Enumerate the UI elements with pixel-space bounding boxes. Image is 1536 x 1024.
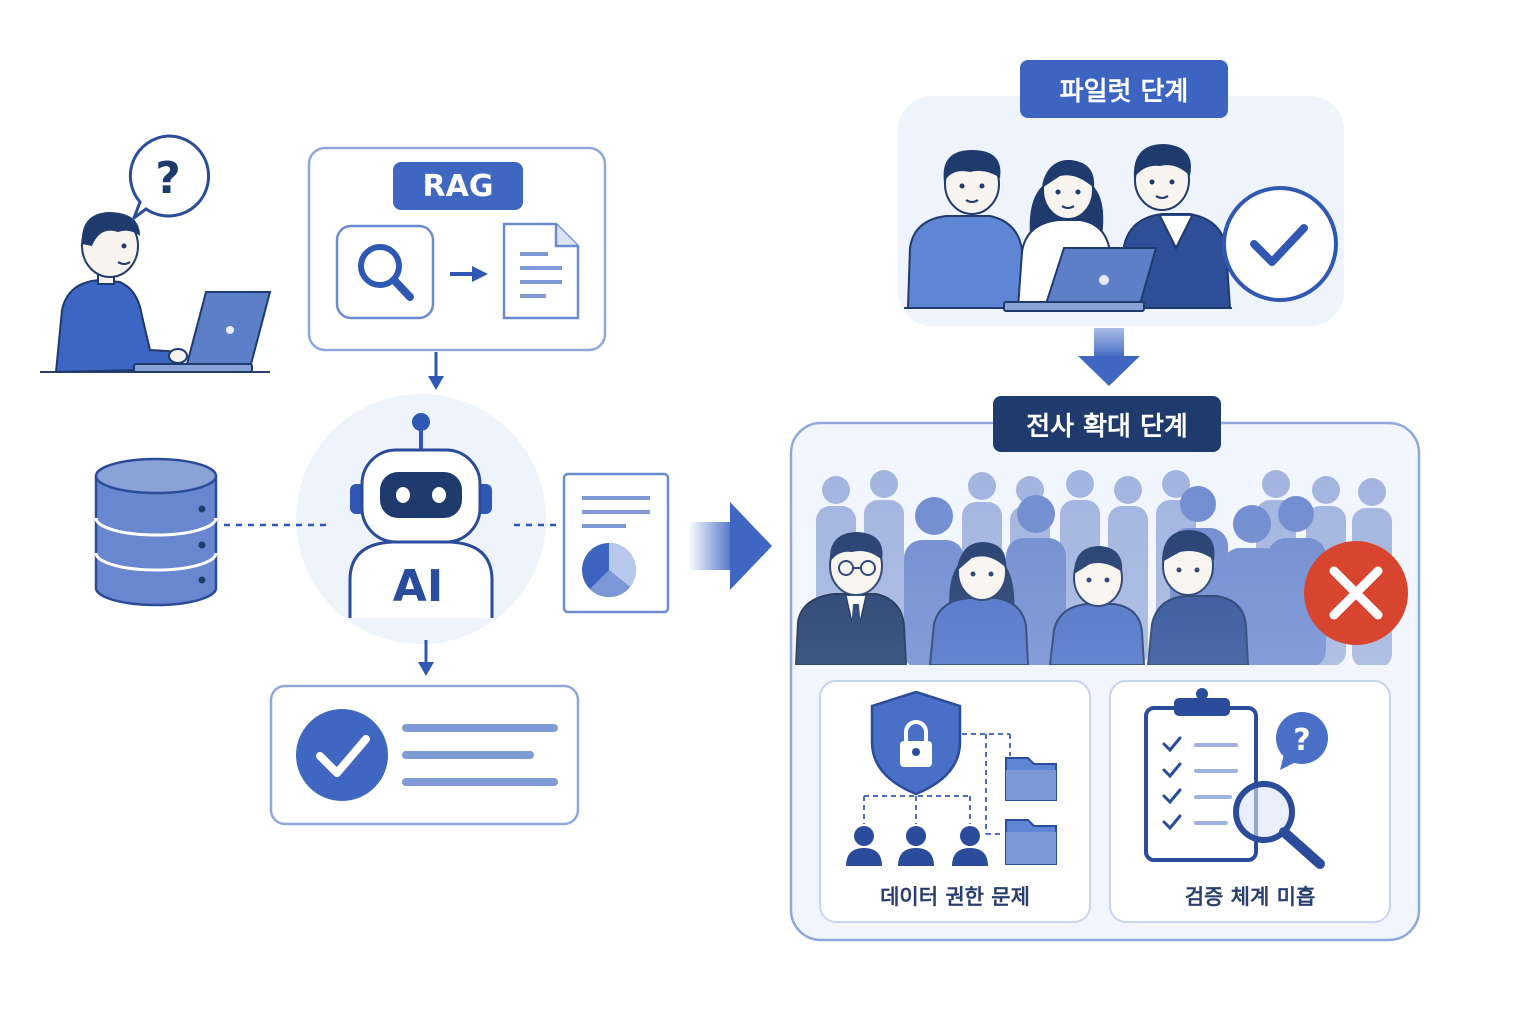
pilot-stage-label: 파일럿 단계 <box>1020 60 1228 118</box>
x-icon <box>1304 541 1408 645</box>
search-card <box>335 224 435 320</box>
search-icon <box>358 244 414 301</box>
enterprise-stage-label: 전사 확대 단계 <box>993 396 1221 452</box>
arrow-right-icon <box>450 266 488 282</box>
permission-lines <box>863 733 1011 835</box>
check-icon <box>1222 186 1338 302</box>
svg-text:?: ? <box>1293 723 1310 758</box>
user-at-laptop <box>40 212 272 374</box>
question-bubble-icon: ? <box>128 134 211 223</box>
rag-label: RAG <box>393 162 523 210</box>
shield-lock-icon <box>870 690 962 796</box>
user-icon <box>898 826 934 866</box>
folder-icon <box>1005 757 1057 801</box>
check-icon <box>296 709 388 801</box>
crowd-illustration <box>794 460 1406 665</box>
ai-label: AI <box>392 560 444 612</box>
document-icon <box>502 222 580 320</box>
clipboard-checklist-icon <box>1144 688 1258 862</box>
user-icon <box>952 826 988 866</box>
svg-text:?: ? <box>155 153 181 204</box>
magnifier-icon <box>1233 781 1325 869</box>
transition-arrow <box>688 502 772 590</box>
robot-icon <box>348 413 494 618</box>
folder-icon <box>1005 819 1057 865</box>
pilot-team <box>904 144 1232 312</box>
database-icon <box>94 457 218 607</box>
report-chart-icon <box>562 472 670 614</box>
arrow-down-icon <box>1078 328 1140 386</box>
user-icon <box>846 826 882 866</box>
verification-caption: 검증 체계 미흡 <box>1184 885 1316 909</box>
question-bubble-icon: ? <box>1276 712 1328 770</box>
data-permission-caption: 데이터 권한 문제 <box>880 885 1030 909</box>
